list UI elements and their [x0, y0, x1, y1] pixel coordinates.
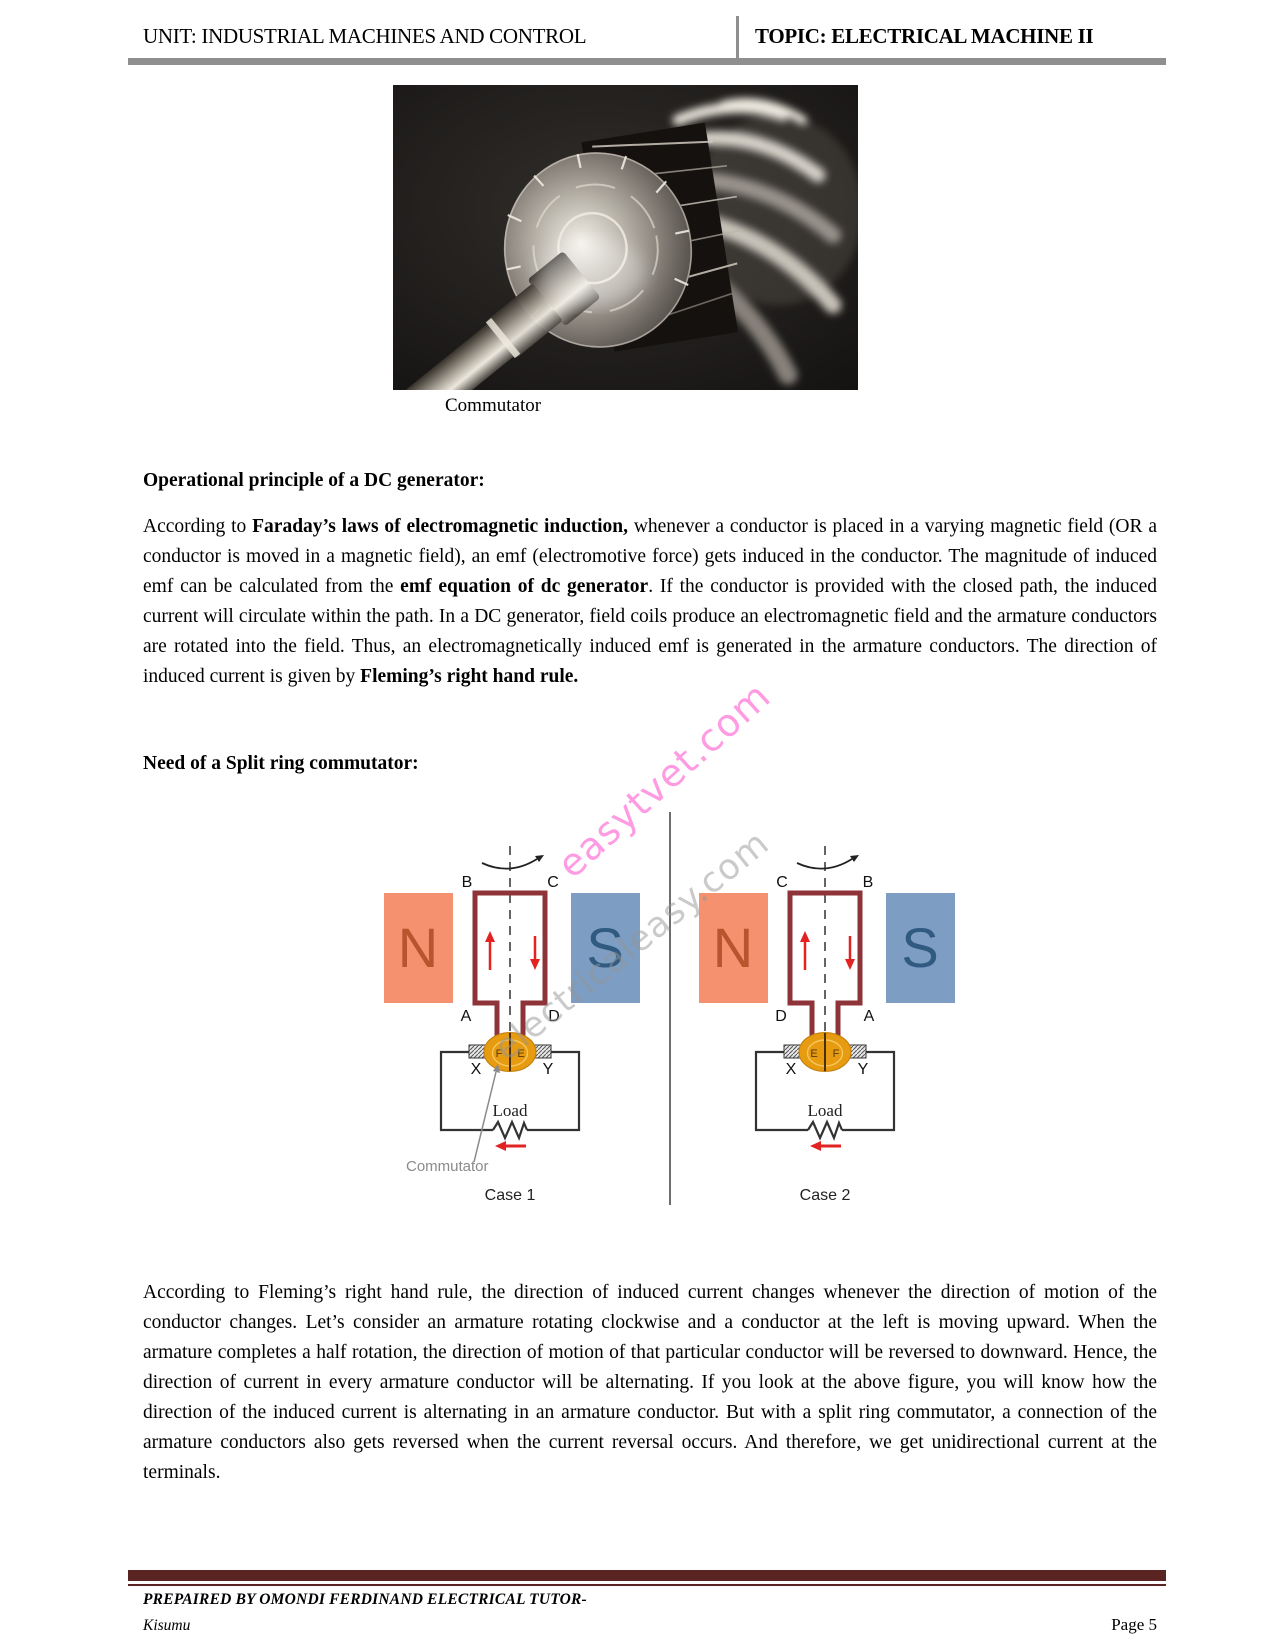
corner-label-bottom-left: A: [461, 1008, 472, 1025]
current-arrows: [800, 931, 855, 970]
segment-label-left: F: [496, 1048, 503, 1060]
circuit-wire: [439, 1050, 581, 1132]
corner-label-bottom-left: D: [775, 1008, 787, 1025]
current-arrows: [485, 931, 540, 970]
north-magnet: [384, 893, 453, 1003]
paragraph-faraday: According to Faraday’s laws of electroma…: [143, 512, 1157, 692]
header-topic-title: TOPIC: ELECTRICAL MACHINE II: [755, 24, 1094, 48]
north-magnet-label: N: [398, 916, 438, 979]
circuit-wire: [754, 1050, 896, 1132]
paragraph-fleming: According to Fleming’s right hand rule, …: [143, 1282, 1157, 1483]
segment-label-right: E: [517, 1048, 524, 1060]
winding-bundle: [672, 98, 858, 385]
segment-label-left: E: [810, 1048, 817, 1060]
load-label: Load: [808, 1101, 843, 1120]
commutator-annotation: Commutator: [406, 1064, 500, 1175]
split-ring-diagram: N S B C A D: [0, 790, 1275, 1220]
south-magnet: [886, 893, 955, 1003]
brush-label-y: Y: [858, 1061, 869, 1078]
load-current-arrow: [495, 1141, 526, 1151]
corner-label-top-left: B: [462, 874, 473, 891]
load-resistor: [492, 1119, 529, 1142]
header-rule: [128, 58, 1166, 65]
diagram-case-1: N S B C A D: [384, 846, 640, 1204]
south-magnet-label: S: [586, 916, 623, 979]
load-current-arrow: [810, 1141, 841, 1151]
text-segment: whenever a conductor is placed in a vary…: [143, 516, 1157, 597]
armature-loop: [472, 890, 548, 1042]
rotation-arrow-icon: [481, 855, 544, 870]
commutator-photo: [393, 85, 858, 390]
rotation-arrow-icon: [796, 855, 859, 870]
corner-label-bottom-right: D: [548, 1008, 560, 1025]
brush-label-x: X: [786, 1061, 797, 1078]
commutator-rings: E F: [798, 1032, 852, 1072]
brush-label-y: Y: [543, 1061, 554, 1078]
commutator-rings: F E: [483, 1032, 537, 1072]
south-magnet-label: S: [901, 916, 938, 979]
armature-loop: [787, 890, 863, 1042]
footer-thin-line: [128, 1584, 1166, 1586]
load-label: Load: [493, 1101, 528, 1120]
highlight: [536, 239, 646, 307]
brush-label-x: X: [471, 1061, 482, 1078]
corner-label-top-right: B: [863, 874, 874, 891]
heading-split-ring: Need of a Split ring commutator:: [143, 753, 419, 774]
photo-caption: Commutator: [445, 395, 542, 416]
text-segment-bold: Fleming’s right hand rule.: [360, 666, 579, 687]
commutator-annotation-label: Commutator: [406, 1158, 489, 1175]
text-segment: . If the conductor is provided with the …: [143, 576, 1157, 687]
footer-page-number: Page 5: [1111, 1615, 1157, 1634]
diagram-case-2: N S C B D A Load: [699, 846, 955, 1204]
case-2-label: Case 2: [800, 1187, 851, 1204]
corner-label-top-right: C: [547, 874, 559, 891]
load-resistor: [807, 1119, 844, 1142]
north-magnet-label: N: [713, 916, 753, 979]
footer-prepared-by: PREPAIRED BY OMONDI FERDINAND ELECTRICAL…: [143, 1591, 587, 1608]
footer-bar: [128, 1570, 1166, 1581]
text-segment-bold: emf equation of dc generator: [400, 576, 649, 597]
header-divider: [736, 16, 739, 61]
segment-label-right: F: [833, 1048, 840, 1060]
heading-operational-principle: Operational principle of a DC generator:: [143, 470, 485, 491]
corner-label-bottom-right: A: [864, 1008, 875, 1025]
south-magnet: [571, 893, 640, 1003]
case-divider: [669, 812, 671, 1205]
header-unit-title: UNIT: INDUSTRIAL MACHINES AND CONTROL: [143, 24, 587, 48]
north-magnet: [699, 893, 768, 1003]
corner-label-top-left: C: [776, 874, 788, 891]
text-segment-bold: Faraday’s laws of electromagnetic induct…: [252, 516, 628, 537]
case-1-label: Case 1: [485, 1187, 536, 1204]
text-segment: According to: [143, 516, 253, 537]
footer-location: Kisumu: [143, 1617, 191, 1634]
